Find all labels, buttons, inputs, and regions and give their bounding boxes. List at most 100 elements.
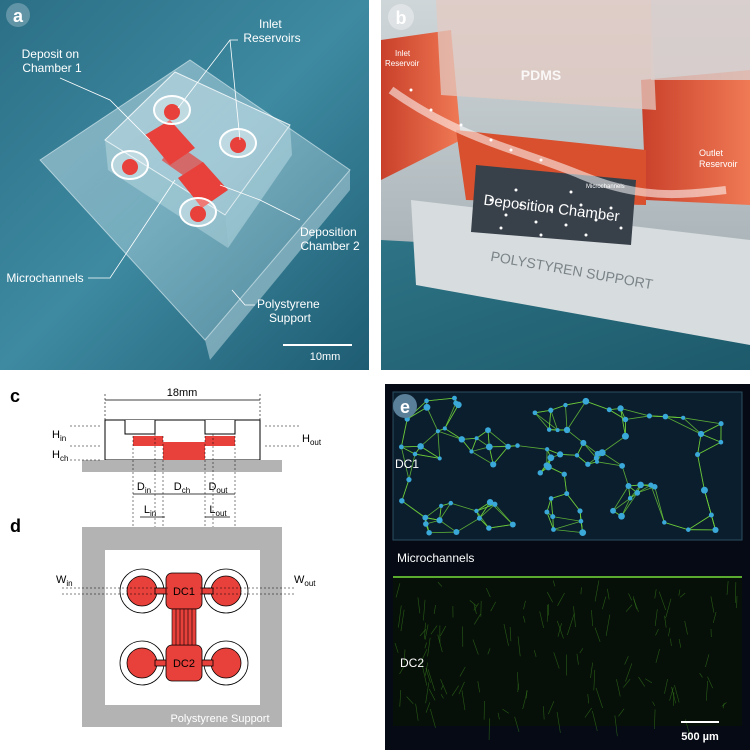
axon <box>533 650 537 657</box>
axon <box>461 690 466 711</box>
d-out-label: Dout <box>208 481 228 495</box>
dc1-label-e: DC1 <box>395 457 419 471</box>
d-in-label: Din <box>137 481 151 495</box>
outlet-well <box>204 420 236 435</box>
axon <box>591 610 593 627</box>
soma <box>437 456 442 461</box>
neurite <box>697 441 722 455</box>
axon <box>487 648 491 655</box>
neurite <box>437 430 462 440</box>
soma <box>648 482 654 488</box>
soma <box>439 503 444 508</box>
axon <box>679 592 686 598</box>
neurite <box>697 433 702 455</box>
neurite <box>534 412 558 431</box>
axon <box>394 642 399 653</box>
neurite <box>534 412 550 430</box>
axon <box>458 681 465 695</box>
axon <box>451 685 459 696</box>
soma <box>486 525 492 531</box>
soma <box>637 481 644 489</box>
soma <box>662 520 667 525</box>
soma <box>582 397 590 405</box>
reservoir-left-fill <box>122 159 138 175</box>
axon <box>645 678 653 684</box>
soma <box>547 454 555 462</box>
axon <box>539 611 544 629</box>
neurite <box>697 454 705 491</box>
axon <box>670 638 672 646</box>
axon <box>625 604 633 612</box>
soma <box>424 398 429 404</box>
axon <box>395 583 401 598</box>
h-in-sub: in <box>60 434 66 443</box>
soma <box>564 491 570 497</box>
soma <box>563 426 571 434</box>
polystyrene-support-label-d: Polystyrene Support <box>170 713 269 725</box>
neurite <box>585 400 610 411</box>
soma <box>681 415 686 420</box>
axon <box>684 620 688 635</box>
polystyrene-support-label: Polystyrene Support <box>257 297 323 325</box>
panel-e-scale-label: 500 µm <box>681 731 719 743</box>
axon <box>425 667 431 683</box>
axon <box>556 711 561 733</box>
axon <box>614 715 618 737</box>
axon <box>669 687 674 701</box>
axon <box>594 580 600 602</box>
inlet-reservoirs-label: Inlet Reservoirs <box>243 17 300 45</box>
soma <box>556 451 564 458</box>
axon <box>655 629 659 636</box>
neurite <box>548 410 552 430</box>
inlet-chamber-red <box>133 436 163 446</box>
panel-a-leader-lines <box>59 39 301 306</box>
soma <box>585 461 591 467</box>
soma <box>712 526 719 533</box>
neurite <box>476 503 495 512</box>
axon <box>655 648 660 663</box>
axon <box>668 627 671 637</box>
neurite <box>401 500 426 518</box>
soma <box>485 443 493 451</box>
d-out-sub: out <box>216 486 228 495</box>
h-out-label: Hout <box>302 433 322 447</box>
axon <box>665 598 672 619</box>
panel-b-letter: b <box>396 8 407 28</box>
soma <box>598 449 606 457</box>
b-outlet-line1: Outlet <box>699 148 724 158</box>
soma <box>509 521 516 528</box>
axon <box>632 596 637 610</box>
axon <box>628 593 632 601</box>
neurite <box>704 490 716 531</box>
axon <box>406 696 414 705</box>
panel-cd-svg: c 18mm Hin Hch Hout Din Dch <box>10 386 322 727</box>
neurite <box>565 405 568 430</box>
axon <box>699 673 703 678</box>
neurite <box>601 435 626 453</box>
neurite <box>620 408 650 417</box>
reservoir-top-fill <box>164 104 180 120</box>
flow-arrow <box>388 86 727 199</box>
neurite <box>534 409 551 414</box>
neurite <box>621 492 638 517</box>
polystyrene-label-line2: Support <box>269 311 312 325</box>
soma <box>551 527 556 532</box>
h-ch-label: Hch <box>52 449 68 463</box>
neurite <box>437 431 441 459</box>
deposition-chamber-2 <box>178 162 228 208</box>
neurite <box>552 516 582 522</box>
dc1-field <box>392 391 743 541</box>
axon <box>705 654 710 668</box>
soma <box>697 430 705 438</box>
axon <box>430 708 436 728</box>
axon <box>707 676 713 689</box>
neurite <box>612 497 631 512</box>
axon <box>440 625 447 637</box>
microchannel-lines <box>171 608 197 646</box>
panel-a-svg: a Inlet Reservoirs Deposit on Chamber 1 … <box>0 0 369 370</box>
axon <box>420 649 428 664</box>
soma <box>515 443 520 448</box>
axon <box>654 609 658 626</box>
center-chamber-red <box>163 442 205 460</box>
w-in-sub: in <box>66 579 72 588</box>
